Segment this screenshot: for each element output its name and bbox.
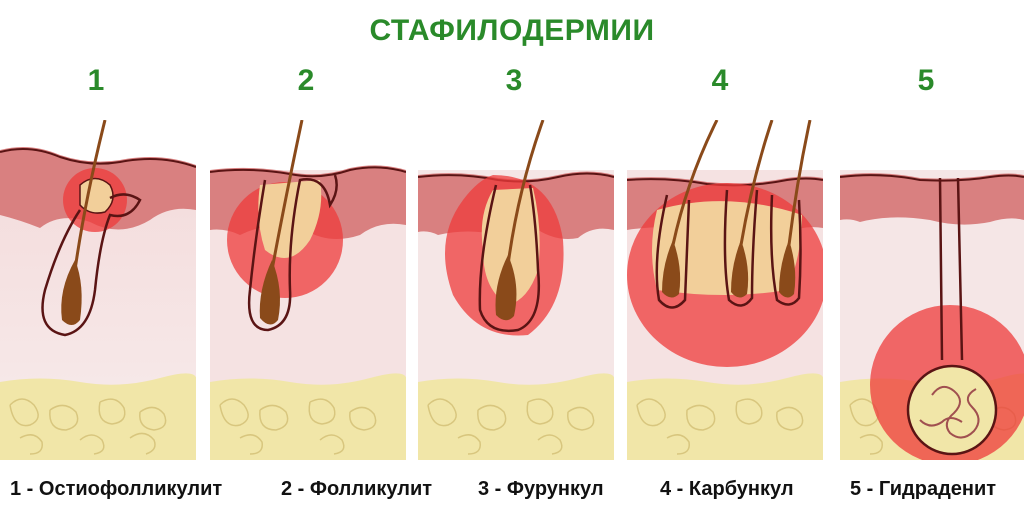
hair-shaft-left [671,120,719,246]
panel-carbuncle [627,120,823,460]
hair-bulb-left [662,240,681,298]
skin-surface [210,166,406,178]
hair-follicle-middle [723,189,759,307]
fat-cells [427,398,595,455]
fat-layer [418,373,614,460]
stage-number-4: 4 [711,64,729,97]
stage-number-2: 2 [297,64,315,97]
hair-bulb-middle [731,240,749,298]
sweat-duct [938,177,964,361]
caption-folliculitis: 2 - Фолликулит [281,478,433,500]
hair-bulb [259,260,280,325]
fat-layer [627,373,823,460]
pus-area [652,201,802,295]
stage-number-1: 1 [87,64,105,97]
fat-cells [219,398,377,455]
fat-cells [9,398,167,455]
gland-coil [919,385,980,439]
pus-area [258,180,322,258]
hair-bulb [61,260,82,325]
hair-follicle [478,184,540,333]
caption-carbuncle: 4 - Карбункул [660,478,794,500]
skin-surface [840,174,1024,182]
epidermis-layer [840,173,1024,225]
hair-bulb-right [779,240,796,298]
hair-follicle [247,174,338,332]
hair-shaft [270,120,304,271]
panel-ostiofolliculitis [0,120,196,460]
stage-number-3: 3 [505,64,523,97]
sweat-gland [906,364,998,456]
panel-furuncle [418,120,614,460]
hair-shaft [506,120,545,266]
hair-follicle-right [769,194,802,306]
stage-number-5: 5 [917,64,935,97]
hair-shaft [73,120,107,271]
fat-layer [0,373,196,460]
hair-follicle-left [655,194,691,309]
fat-cells [636,398,804,455]
fat-layer [210,373,406,460]
hair-shaft-right [787,120,812,246]
caption-furuncle: 3 - Фурункул [478,478,604,500]
hair-shaft-middle [739,120,774,246]
panel-hidradenitis [840,120,1024,460]
diagram-title: СТАФИЛОДЕРМИИ [369,14,655,47]
hair-follicle [41,193,142,337]
caption-hidradenitis: 5 - Гидраденит [850,478,997,500]
panel-folliculitis [210,120,406,460]
hair-bulb [495,255,517,321]
caption-ostiofolliculitis: 1 - Остиофолликулит [10,478,223,500]
